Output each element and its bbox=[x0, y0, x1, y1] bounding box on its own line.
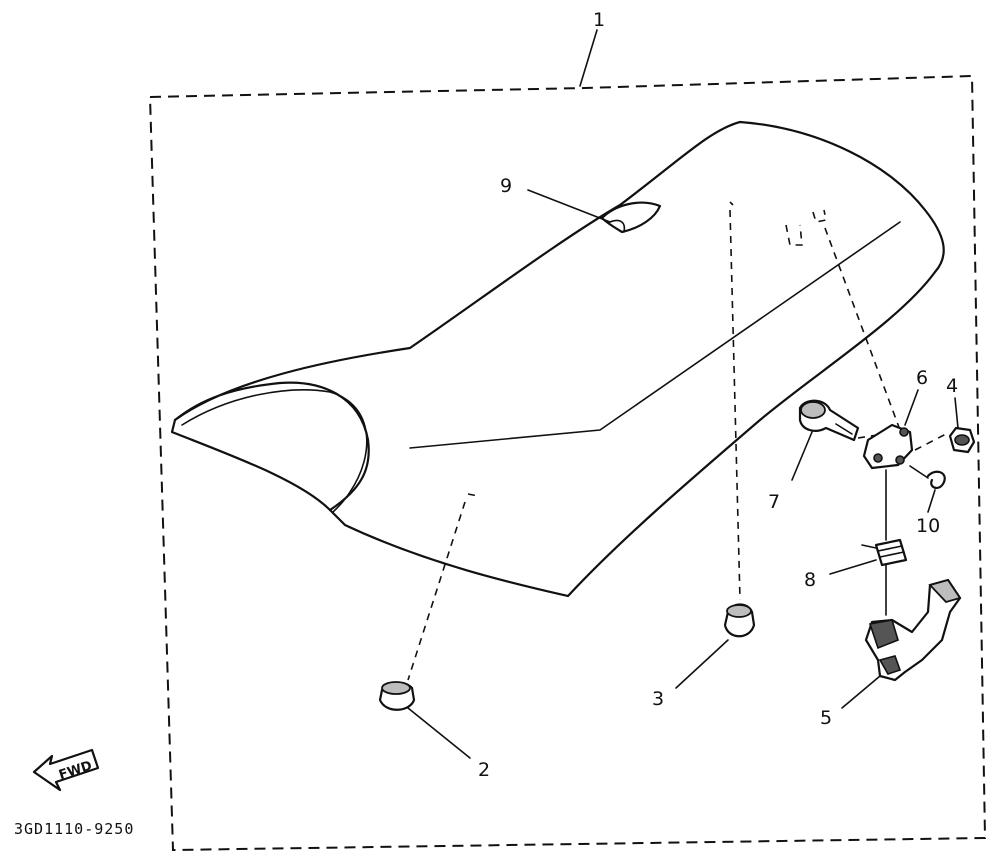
callout-5: 5 bbox=[820, 707, 832, 729]
callout-9-leader bbox=[527, 189, 611, 223]
callout-8-leader bbox=[829, 559, 877, 575]
callout-10-leader bbox=[927, 489, 936, 513]
part-2-damper bbox=[378, 681, 416, 711]
path-to-part-7 bbox=[857, 433, 885, 439]
seat-hook-mark-a bbox=[785, 224, 803, 246]
part-8-spring bbox=[861, 538, 908, 567]
part-6-bracket bbox=[862, 423, 914, 470]
seat-mark-c bbox=[729, 201, 734, 206]
seat-strap bbox=[600, 201, 662, 234]
path-to-part-4 bbox=[914, 432, 949, 451]
callout-6: 6 bbox=[916, 367, 928, 389]
callout-1: 1 bbox=[593, 9, 605, 31]
callout-9: 9 bbox=[500, 175, 512, 197]
seat-cutout-inner bbox=[181, 389, 368, 513]
callout-1-leader bbox=[579, 29, 598, 87]
part-code: 3GD1110-9250 bbox=[14, 820, 134, 838]
callout-2: 2 bbox=[478, 759, 490, 781]
part-7-bolt bbox=[798, 399, 860, 442]
assembly-boundary bbox=[148, 74, 987, 852]
callout-6-leader bbox=[904, 389, 919, 426]
callout-4-leader bbox=[954, 397, 959, 429]
callout-3: 3 bbox=[652, 688, 664, 710]
part-10-clip bbox=[909, 465, 946, 489]
seat-front-edge bbox=[170, 418, 332, 512]
callout-10: 10 bbox=[916, 515, 940, 537]
callout-7-leader bbox=[791, 431, 813, 481]
callout-3-leader bbox=[675, 639, 729, 689]
seat-outline bbox=[173, 120, 945, 598]
path-to-part-3 bbox=[729, 209, 741, 601]
part-5-lock-lever bbox=[864, 578, 962, 682]
seat bbox=[170, 120, 945, 598]
seat-seam bbox=[409, 221, 901, 449]
path-to-part-2 bbox=[407, 501, 466, 681]
callout-8: 8 bbox=[804, 569, 816, 591]
callout-2-leader bbox=[407, 707, 471, 759]
callout-4: 4 bbox=[946, 375, 958, 397]
seat-strap-fold bbox=[609, 219, 626, 233]
fwd-arrow: FWD bbox=[32, 748, 100, 792]
seat-hook-mark-b bbox=[812, 209, 827, 223]
callout-7: 7 bbox=[768, 491, 780, 513]
part-4-nut bbox=[948, 426, 976, 454]
path-to-part-6 bbox=[824, 227, 901, 431]
seat-mark-d bbox=[467, 493, 479, 497]
part-3-damper bbox=[723, 603, 756, 638]
callout-5-leader bbox=[841, 675, 881, 709]
